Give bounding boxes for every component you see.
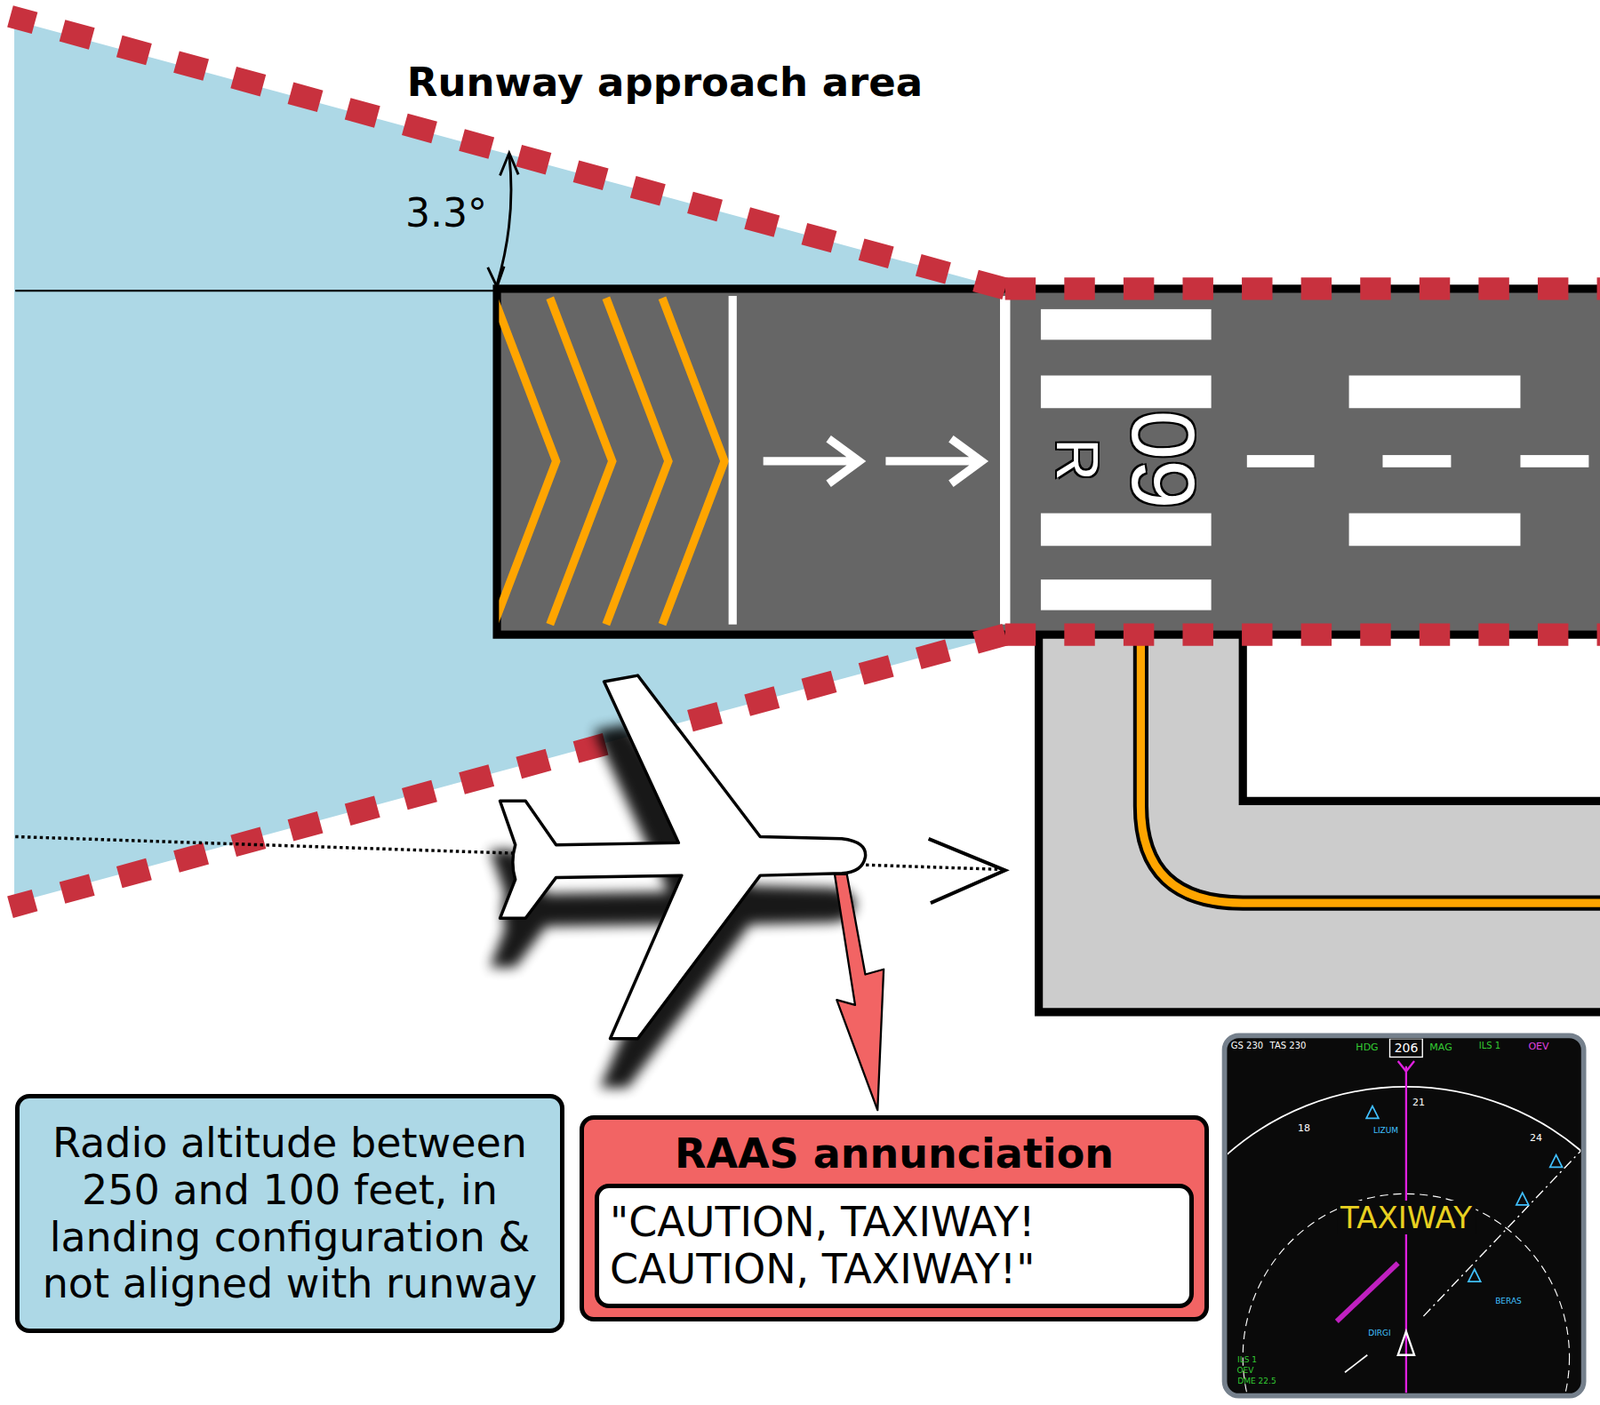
threshold-line — [1000, 296, 1010, 625]
threshold-arrows — [763, 439, 983, 485]
runway-symbol — [1344, 1355, 1368, 1374]
chevrons — [498, 297, 725, 624]
bar — [1040, 579, 1212, 610]
heading-box — [1390, 1039, 1424, 1058]
display-text: ILS 1 — [1479, 1041, 1501, 1051]
display-text: MAG — [1429, 1042, 1452, 1053]
displaced-threshold-line — [728, 296, 737, 625]
display-text: TAS 230 — [1270, 1041, 1307, 1051]
arrow — [763, 439, 860, 485]
arrowhead — [500, 152, 520, 176]
airplane — [500, 675, 866, 1040]
display-text: OEV — [1237, 1367, 1255, 1376]
chevron — [662, 297, 725, 624]
touchdown-bar — [1349, 513, 1521, 547]
centerline-dash — [1382, 455, 1451, 468]
waypoint-symbol — [1516, 1192, 1529, 1206]
region-label: Runway approach area — [407, 62, 923, 103]
centerline-dash — [1520, 455, 1589, 468]
waypoint-name: BERAS — [1495, 1297, 1522, 1306]
flight-path-arrowhead — [928, 839, 1006, 904]
taxiway — [1039, 634, 1600, 1013]
touchdown-bar — [1349, 376, 1521, 409]
callout-quote-text: "CAUTION, TAXIWAY! CAUTION, TAXIWAY!" — [609, 1199, 1179, 1294]
route-segment — [1336, 1263, 1399, 1321]
annunciation-box: RAAS annunciation "CAUTION, TAXIWAY! CAUT… — [579, 1115, 1209, 1322]
heading-bug — [1398, 1061, 1415, 1072]
bar — [1040, 309, 1212, 340]
angle-label: 3.3° — [405, 193, 488, 233]
display-text: ILS 1 — [1237, 1356, 1257, 1365]
compass-number: 24 — [1529, 1133, 1543, 1144]
taxiway-edge — [1039, 634, 1600, 1013]
display-text: 206 — [1394, 1041, 1419, 1055]
runway-designator: 09 — [1119, 409, 1208, 509]
threshold-bars — [1040, 309, 1589, 611]
boundary-line — [1005, 624, 1600, 647]
runway-designator: R — [1048, 438, 1107, 481]
display-alert-text: TAXIWAY — [1336, 1200, 1476, 1235]
display-text: OEV — [1528, 1041, 1549, 1052]
lightning-bolt — [834, 874, 884, 1111]
taxiway-centerline — [1140, 634, 1600, 904]
display-text: HDG — [1355, 1042, 1378, 1053]
bar — [1040, 513, 1212, 547]
waypoint-name: DIRGI — [1368, 1329, 1391, 1338]
chevron — [498, 297, 556, 624]
display-text: DME 22.5 — [1237, 1377, 1276, 1386]
taxiway-centerline-border — [1140, 634, 1600, 904]
aircraft-symbol — [1398, 1331, 1415, 1355]
compass-arc — [1227, 1087, 1581, 1393]
bar — [1040, 376, 1212, 409]
navigation-display — [1224, 1035, 1584, 1396]
arrow — [885, 439, 982, 485]
condition-box: Radio altitude between 250 and 100 feet,… — [15, 1094, 565, 1334]
reference-line — [15, 289, 496, 292]
display-graphics — [1227, 1039, 1581, 1393]
condition-text: Radio altitude between 250 and 100 feet,… — [32, 1120, 548, 1309]
waypoint-symbol — [1550, 1155, 1563, 1168]
waypoint-name: LIZUM — [1373, 1127, 1399, 1136]
waypoint-symbol — [1366, 1106, 1379, 1120]
compass-number: 21 — [1412, 1097, 1425, 1108]
boundary-line — [1005, 277, 1600, 300]
waypoint-symbol — [1468, 1269, 1481, 1282]
centerline-dash — [1247, 455, 1315, 468]
annunciation-heading: RAAS annunciation — [594, 1130, 1194, 1178]
arrowhead — [488, 266, 504, 288]
display-text: GS 230 — [1231, 1041, 1264, 1051]
runway — [496, 288, 1600, 635]
chevron — [550, 297, 613, 624]
compass-number: 18 — [1297, 1123, 1311, 1134]
boundary-line — [9, 16, 1005, 289]
callout-quote-box: "CAUTION, TAXIWAY! CAUTION, TAXIWAY!" — [594, 1184, 1194, 1309]
approach-boundary — [9, 16, 1600, 907]
chevron — [606, 297, 669, 624]
